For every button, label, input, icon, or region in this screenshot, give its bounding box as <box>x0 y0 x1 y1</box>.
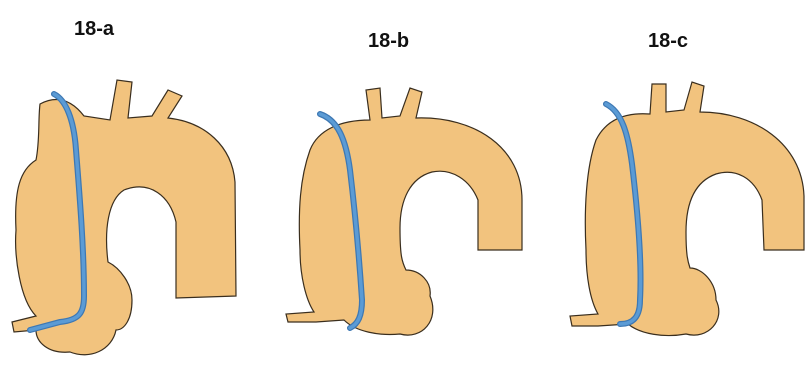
aortic-arch-18c <box>570 82 804 336</box>
aortic-arch-18a <box>12 80 236 355</box>
panel-18c: 18-c <box>540 0 806 365</box>
aorta-diagram-18b <box>270 0 540 365</box>
aorta-diagram-18c <box>540 0 806 365</box>
aorta-diagram-18a <box>0 0 270 365</box>
aortic-arch-18b <box>286 88 522 335</box>
panel-18b: 18-b <box>270 0 540 365</box>
panel-18a: 18-a <box>0 0 270 365</box>
